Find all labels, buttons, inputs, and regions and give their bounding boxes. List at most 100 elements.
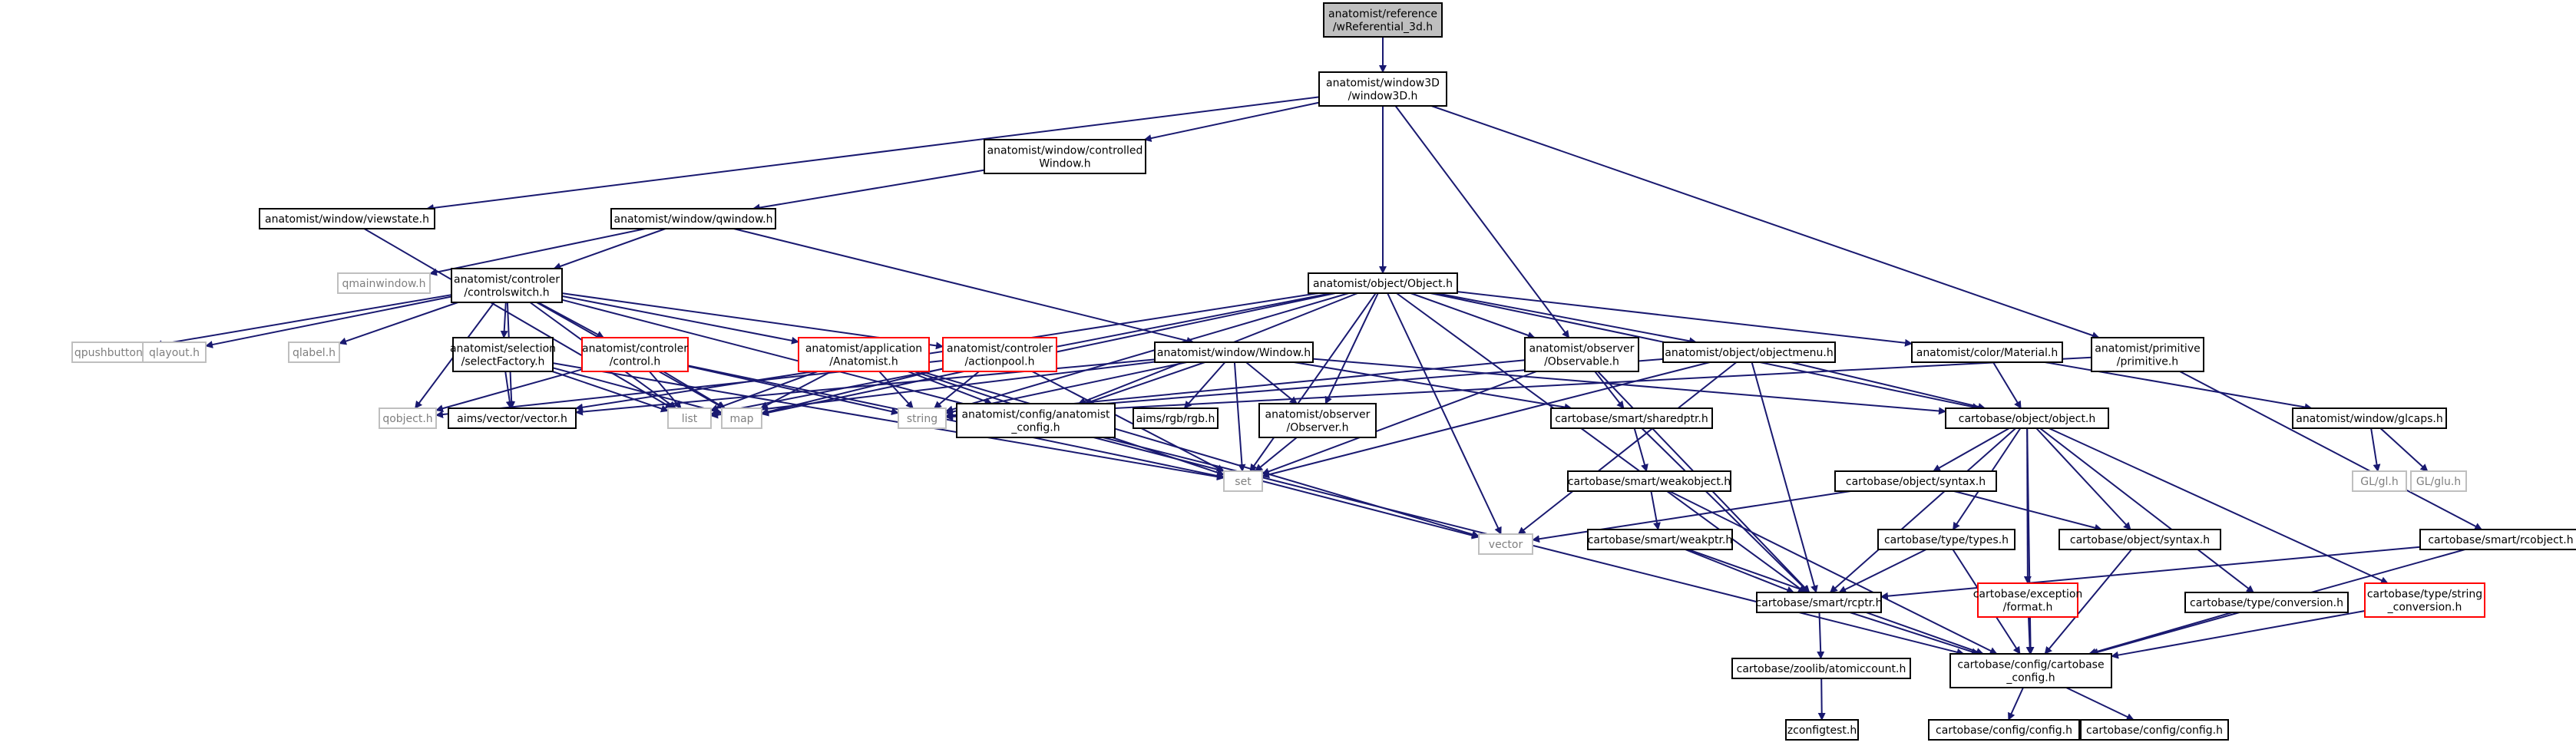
node-label-line: anatomist/window/controlled <box>987 144 1143 157</box>
node-syntax1[interactable]: cartobase/object/syntax.h <box>1834 470 1997 492</box>
node-label-line: cartobase/type/types.h <box>1884 534 2009 546</box>
node-label-line: /Anatomist.h <box>829 355 898 368</box>
node-config1[interactable]: cartobase/config/config.h <box>1928 719 2080 741</box>
edge-line <box>1791 361 1986 411</box>
node-box <box>667 407 712 429</box>
node-observer[interactable]: anatomist/observer/Observer.h <box>1258 403 1377 438</box>
node-label-line: anatomist/window/Window.h <box>1157 347 1311 359</box>
node-label-line: /window3D.h <box>1348 90 1418 102</box>
edge-line <box>1233 361 1246 472</box>
node-box <box>581 337 689 372</box>
node-box <box>1308 272 1458 294</box>
edge-windowH-to-set <box>1233 361 1246 472</box>
node-label-line: aims/vector/vector.h <box>457 413 567 425</box>
edge-controlswitch-to-qlayout <box>205 295 452 348</box>
edge-line <box>2045 361 2313 411</box>
edge-line <box>363 228 673 409</box>
node-box <box>1524 337 1639 372</box>
node-box <box>898 407 947 429</box>
node-label-line: anatomist/window/qwindow.h <box>614 213 773 226</box>
node-viewstate[interactable]: anatomist/window/viewstate.h <box>259 208 435 229</box>
node-rcptr[interactable]: cartobase/smart/rcptr.h <box>1756 592 1883 613</box>
node-cartobaseConfig[interactable]: cartobase/config/cartobase_config.h <box>1949 653 2112 688</box>
node-label-line: qmainwindow.h <box>342 278 425 290</box>
edge-syntax1-to-syntax2 <box>1953 490 2103 532</box>
node-selectFactory[interactable]: anatomist/selection/selectFactory.h <box>450 337 556 372</box>
edge-object-to-string <box>945 292 1349 414</box>
node-box <box>1731 658 1911 679</box>
node-format[interactable]: cartobase/exception/format.h <box>1973 582 2083 618</box>
edge-line <box>1435 292 1698 345</box>
edge-line <box>553 228 666 270</box>
edge-line <box>760 371 832 409</box>
node-actionpool[interactable]: anatomist/controler/actionpool.h <box>942 337 1057 372</box>
edge-line <box>934 371 980 409</box>
node-label-line: /primitive.h <box>2117 355 2178 368</box>
node-box <box>2364 582 2485 618</box>
edge-window3D-to-observable <box>1394 105 1570 338</box>
node-anatomistApp[interactable]: anatomist/application/Anatomist.h <box>798 337 930 372</box>
node-window3D[interactable]: anatomist/window3D/window3D.h <box>1318 71 1447 107</box>
node-string: string <box>898 407 947 429</box>
node-rcobject[interactable]: cartobase/smart/rcobject.h <box>2419 529 2576 550</box>
node-conversion[interactable]: cartobase/type/conversion.h <box>2184 592 2349 613</box>
edge-line <box>1817 678 1826 721</box>
node-stringConversion[interactable]: cartobase/type/string_conversion.h <box>2364 582 2485 618</box>
node-label-line: anatomist/window3D <box>1326 77 1440 89</box>
edge-line <box>435 368 583 412</box>
edge-line <box>2370 427 2381 472</box>
node-observable[interactable]: anatomist/observer/Observable.h <box>1524 337 1639 372</box>
node-cbObject[interactable]: cartobase/object/object.h <box>1945 407 2109 429</box>
edge-controlswitch-to-qpushbutton <box>154 294 452 348</box>
node-controlswitch[interactable]: anatomist/controler/controlswitch.h <box>451 268 563 303</box>
node-gl: GL/gl.h <box>2352 470 2407 492</box>
edge-line <box>1255 437 1298 472</box>
node-sharedptr[interactable]: cartobase/smart/sharedptr.h <box>1550 407 1713 429</box>
node-qmainwindow: qmainwindow.h <box>337 272 431 294</box>
edge-line <box>2065 687 2135 721</box>
edge-line <box>907 371 993 405</box>
node-config2[interactable]: cartobase/config/config.h <box>2080 719 2229 741</box>
node-weakobject[interactable]: cartobase/smart/weakobject.h <box>1567 470 1731 492</box>
node-label-line: anatomist/application <box>805 342 922 355</box>
node-material[interactable]: anatomist/color/Material.h <box>1911 342 2063 363</box>
node-label-line: cartobase/object/object.h <box>1959 413 2096 425</box>
node-windowH[interactable]: anatomist/window/Window.h <box>1154 342 1314 363</box>
node-label-line: cartobase/smart/rcobject.h <box>2428 534 2573 546</box>
edge-objectmenu-to-cbObject <box>1791 361 1986 411</box>
node-label-line: aims/rgb/rgb.h <box>1136 413 1215 425</box>
node-glcaps[interactable]: anatomist/window/glcaps.h <box>2292 407 2447 429</box>
node-label-line: anatomist/primitive <box>2095 342 2200 355</box>
node-weakptr[interactable]: cartobase/smart/weakptr.h <box>1587 529 1733 550</box>
edge-line <box>945 356 2092 421</box>
node-zconfigtest[interactable]: zconfigtest.h <box>1785 719 1859 741</box>
node-object[interactable]: anatomist/object/Object.h <box>1308 272 1458 294</box>
node-atomiccount[interactable]: cartobase/zoolib/atomiccount.h <box>1731 658 1911 679</box>
node-label-line: cartobase/smart/weakobject.h <box>1568 476 1731 488</box>
edge-windowH-to-observer <box>1245 361 1298 404</box>
node-label-line: map <box>729 413 753 425</box>
node-rgb[interactable]: aims/rgb/rgb.h <box>1133 407 1219 429</box>
edge-line <box>537 302 605 338</box>
node-objectmenu[interactable]: anatomist/object/objectmenu.h <box>1662 342 1836 363</box>
node-box <box>142 342 207 363</box>
node-syntax2[interactable]: cartobase/object/syntax.h <box>2058 529 2221 550</box>
node-label-line: cartobase/smart/weakptr.h <box>1588 534 1733 546</box>
edge-anatomistApp-to-map <box>760 371 832 409</box>
node-label-line: zconfigtest.h <box>1787 724 1857 737</box>
node-primitive[interactable]: anatomist/primitive/primitive.h <box>2091 337 2204 372</box>
edge-controlswitch-to-selectFactory <box>500 302 508 338</box>
node-control[interactable]: anatomist/controler/control.h <box>581 337 689 372</box>
node-box <box>379 407 437 429</box>
node-vectorh[interactable]: aims/vector/vector.h <box>448 407 577 429</box>
node-root[interactable]: anatomist/reference/wReferential_3d.h <box>1323 2 1443 38</box>
node-anatomistConfig[interactable]: anatomist/config/anatomist_config.h <box>956 403 1116 438</box>
node-label-line: cartobase/type/conversion.h <box>2190 597 2343 609</box>
node-qwindow[interactable]: anatomist/window/qwindow.h <box>610 208 776 229</box>
node-types[interactable]: cartobase/type/types.h <box>1877 529 2015 550</box>
node-label-line: string <box>907 413 937 425</box>
node-label-line: qpushbutton.h <box>74 347 153 359</box>
edge-line <box>1880 546 2421 600</box>
node-list: list <box>667 407 712 429</box>
